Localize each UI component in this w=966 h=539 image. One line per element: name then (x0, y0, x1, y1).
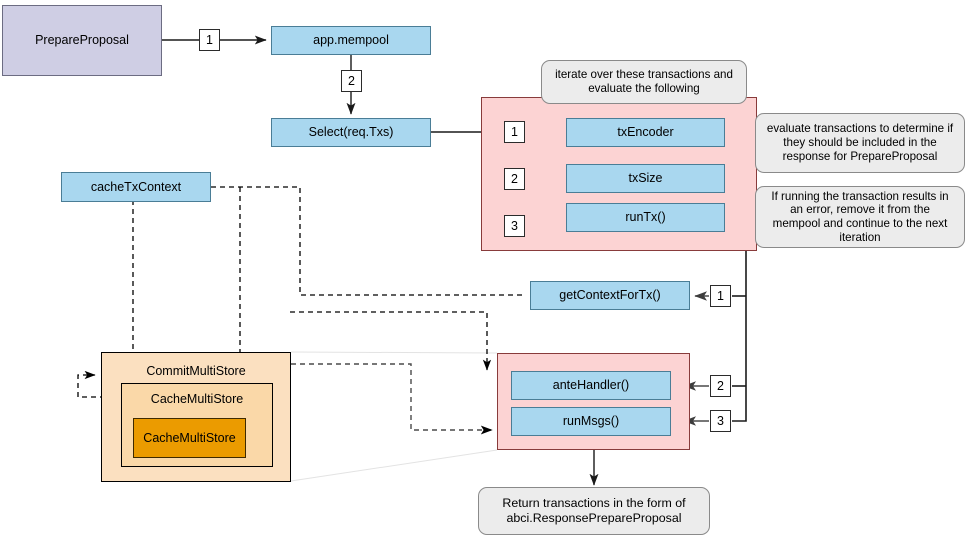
step-badge-ante-handler-2-label: 2 (717, 379, 724, 393)
select-req-txs-label: Select(req.Txs) (308, 125, 394, 140)
step-badge-ante-handler-2: 2 (710, 375, 731, 397)
node-run-tx[interactable]: runTx() (566, 203, 725, 232)
node-prepare-proposal[interactable]: PrepareProposal (2, 5, 162, 76)
note-error-handling: If running the transaction results in an… (755, 186, 965, 248)
step-badge-get-context-1: 1 (710, 285, 731, 307)
ante-handler-label: anteHandler() (552, 378, 630, 393)
node-run-msgs[interactable]: runMsgs() (511, 407, 671, 436)
note-return-response: Return transactions in the form of abci.… (478, 487, 710, 535)
prepare-proposal-label: PrepareProposal (35, 33, 129, 48)
cache-multi-store-inner-box: CacheMultiStore (133, 418, 246, 458)
commit-multi-store-label: CommitMultiStore (146, 364, 246, 378)
step-badge-select-2-label: 2 (348, 74, 355, 88)
faint-link-lines (290, 351, 498, 482)
note-evaluate-label: evaluate transactions to determine if th… (766, 122, 954, 163)
step-badge-tx-size-2-label: 2 (511, 172, 518, 186)
edge-commitstore-to-runmsgs-dashed (291, 363, 493, 435)
get-context-for-tx-label: getContextForTx() (559, 288, 661, 303)
note-evaluate-transactions: evaluate transactions to determine if th… (755, 113, 965, 173)
app-mempool-label: app.mempool (313, 33, 389, 48)
tx-encoder-label: txEncoder (617, 125, 674, 140)
step-badge-tx-encoder-1: 1 (504, 121, 525, 143)
node-cache-tx-context[interactable]: cacheTxContext (61, 172, 211, 202)
node-tx-size[interactable]: txSize (566, 164, 725, 193)
step-badge-run-tx-3: 3 (504, 215, 525, 237)
node-select-req-txs[interactable]: Select(req.Txs) (271, 118, 431, 147)
step-badge-mempool-1: 1 (199, 29, 220, 51)
note-error-label: If running the transaction results in an… (771, 189, 949, 244)
run-tx-label: runTx() (625, 210, 666, 225)
note-iterate-label: iterate over these transactions and eval… (555, 68, 733, 95)
step-badge-mempool-1-label: 1 (206, 33, 213, 47)
note-iterate-transactions: iterate over these transactions and eval… (541, 60, 747, 104)
run-msgs-label: runMsgs() (562, 414, 620, 429)
step-badge-select-2: 2 (341, 70, 362, 92)
cache-multi-store-outer-label: CacheMultiStore (150, 392, 244, 406)
cache-multi-store-inner-label: CacheMultiStore (143, 430, 236, 445)
node-ante-handler[interactable]: anteHandler() (511, 371, 671, 400)
node-tx-encoder[interactable]: txEncoder (566, 118, 725, 147)
step-badge-run-tx-3-label: 3 (511, 219, 518, 233)
node-app-mempool[interactable]: app.mempool (271, 26, 431, 55)
note-return-label: Return transactions in the form of abci.… (502, 496, 686, 525)
cache-tx-context-label: cacheTxContext (90, 179, 182, 194)
step-badge-tx-encoder-1-label: 1 (511, 125, 518, 139)
node-get-context-for-tx[interactable]: getContextForTx() (530, 281, 690, 310)
step-badge-tx-size-2: 2 (504, 168, 525, 190)
step-badge-run-msgs-3-label: 3 (717, 414, 724, 428)
step-badge-get-context-1-label: 1 (717, 289, 724, 303)
step-badge-run-msgs-3: 3 (710, 410, 731, 432)
tx-size-label: txSize (628, 171, 663, 186)
